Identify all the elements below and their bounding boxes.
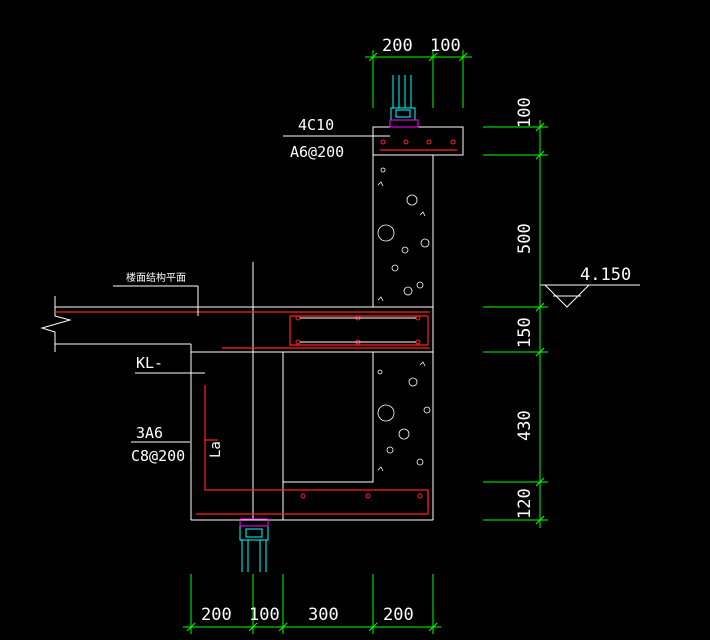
dim-bottom-1: 100 [249,605,280,625]
bottom-window-frame [239,525,269,572]
label-top-stirrup: A6@200 [290,143,344,161]
longitudinal-bars [300,317,416,343]
rebar-dots [295,139,456,499]
top-window-frame [390,75,416,121]
dim-bottom-0: 200 [201,605,232,625]
top-window-sill [389,119,419,128]
beam-bottom-bar [196,490,429,515]
dim-right-4: 120 [515,488,535,519]
label-anchor: La [208,441,224,458]
concrete-hatch [377,167,431,472]
label-beam: KL- [136,354,163,372]
dim-top-1: 100 [430,36,461,56]
label-side-stirrup: C8@200 [131,447,185,465]
label-top-rebar: 4C10 [298,116,334,134]
label-elevation: 4.150 [580,265,631,285]
label-side-rebar: 3A6 [136,424,163,442]
top-coping-outline [372,126,464,156]
concrete-outline [40,126,464,521]
beam-stirrup-outline [289,315,429,346]
dim-bottom-2: 300 [308,605,339,625]
label-floor-note: 楼面结构平面 [126,271,186,284]
leaders [113,135,390,443]
dim-bottom-3: 200 [383,605,414,625]
window-opening-outline [282,351,374,483]
elevation-mark [540,284,640,308]
dim-top-0: 200 [382,36,413,56]
dim-right-3: 430 [515,410,535,441]
beam-hook-bar [204,385,429,510]
dimension-lines [183,50,548,634]
bottom-window-sill [239,518,269,527]
dim-right-0: 100 [515,97,535,128]
dim-right-1: 500 [515,223,535,254]
rebar [55,149,457,515]
dim-right-2: 150 [515,317,535,348]
break-line-symbol [40,296,72,352]
